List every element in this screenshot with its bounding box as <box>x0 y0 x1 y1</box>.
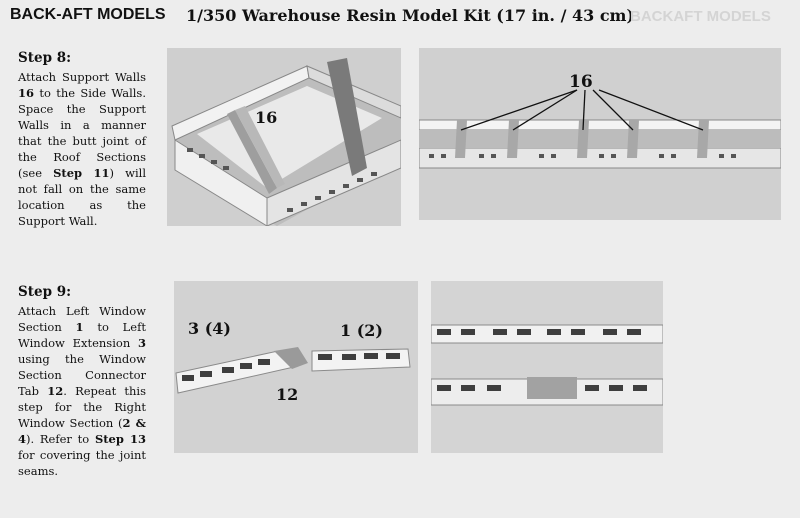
part-number: 16 <box>18 86 35 100</box>
step-reference: Step 13 <box>94 432 146 446</box>
step-9-heading: Step 9: <box>18 284 72 300</box>
header-brand: BACK-AFT MODELS <box>10 6 166 23</box>
part-number: 1 <box>75 320 84 334</box>
header-title: 1/350 Warehouse Resin Model Kit (17 in. … <box>186 6 635 25</box>
part-label-16: 16 <box>569 72 593 92</box>
step-9-photo-joined-sections <box>431 281 663 453</box>
part-number: 12 <box>47 384 64 398</box>
part-label-3-4: 3 (4) <box>188 319 231 338</box>
step-8-photo-support-walls: 16 <box>419 48 781 220</box>
bleed-through-ghost: BACKAFT MODELS <box>630 8 771 25</box>
step-9-body: Attach Left Window Section 1 to Left Win… <box>18 304 146 478</box>
part-number: 3 <box>137 336 146 350</box>
part-label-16: 16 <box>255 108 278 127</box>
part-number: 2 & 4 <box>18 416 146 446</box>
part-label-1-2: 1 (2) <box>340 321 383 340</box>
step-9-instructions: Step 9: Attach Left Window Section 1 to … <box>18 284 146 479</box>
step-9-photo-window-sections: 3 (4) 1 (2) 12 <box>174 281 418 453</box>
step-8-heading: Step 8: <box>18 50 72 66</box>
part-label-12: 12 <box>276 385 299 404</box>
step-8-instructions: Step 8: Attach Support Walls 16 to the S… <box>18 50 146 229</box>
step-reference: Step 11 <box>53 166 110 180</box>
step-8-photo-assembled-walls: 16 <box>167 48 401 226</box>
step-8-body: Attach Support Walls 16 to the Side Wall… <box>18 70 147 228</box>
